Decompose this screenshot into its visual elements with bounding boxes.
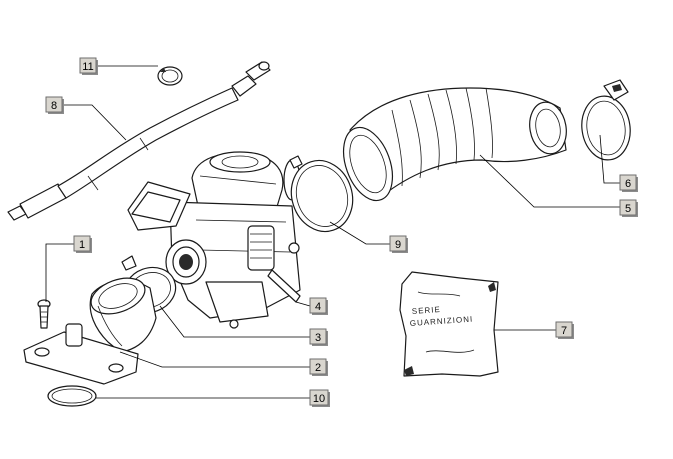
gasket-print-line1: SERIE	[412, 305, 442, 316]
svg-text:10: 10	[313, 393, 325, 405]
hose-clamp-part-6	[581, 79, 631, 161]
svg-text:1: 1	[79, 239, 85, 251]
svg-text:7: 7	[561, 325, 567, 337]
callout-10: 10	[309, 389, 330, 407]
gasket-set-part-7: SERIE GUARNIZIONI	[399, 271, 499, 377]
clamp-ring-part-9	[289, 155, 354, 233]
o-ring-part-10	[47, 385, 97, 407]
callout-3: 3	[309, 328, 328, 346]
intake-manifold-part-2	[23, 277, 157, 385]
callout-9: 9	[389, 235, 408, 253]
svg-text:6: 6	[625, 178, 631, 190]
svg-text:2: 2	[315, 362, 321, 374]
svg-text:11: 11	[82, 61, 93, 73]
screw-part-1	[37, 299, 51, 329]
callout-11: 11	[79, 57, 98, 75]
svg-text:8: 8	[51, 100, 57, 112]
svg-text:3: 3	[315, 332, 321, 344]
carburetor-assembly	[127, 151, 301, 329]
callout-1: 1	[73, 235, 92, 253]
throttle-cable-part-8	[7, 61, 271, 221]
callout-4: 4	[309, 297, 328, 315]
callout-5: 5	[619, 199, 638, 217]
svg-text:5: 5	[625, 203, 631, 215]
svg-text:4: 4	[315, 301, 321, 313]
callout-8: 8	[45, 96, 64, 114]
svg-text:9: 9	[395, 239, 401, 251]
callout-7: 7	[555, 321, 574, 339]
callout-2: 2	[309, 358, 328, 376]
intake-hose-part-5	[342, 87, 567, 202]
callout-6: 6	[619, 174, 638, 192]
clip-part-11	[157, 66, 183, 86]
gasket-print-line2: GUARNIZIONI	[410, 315, 474, 328]
